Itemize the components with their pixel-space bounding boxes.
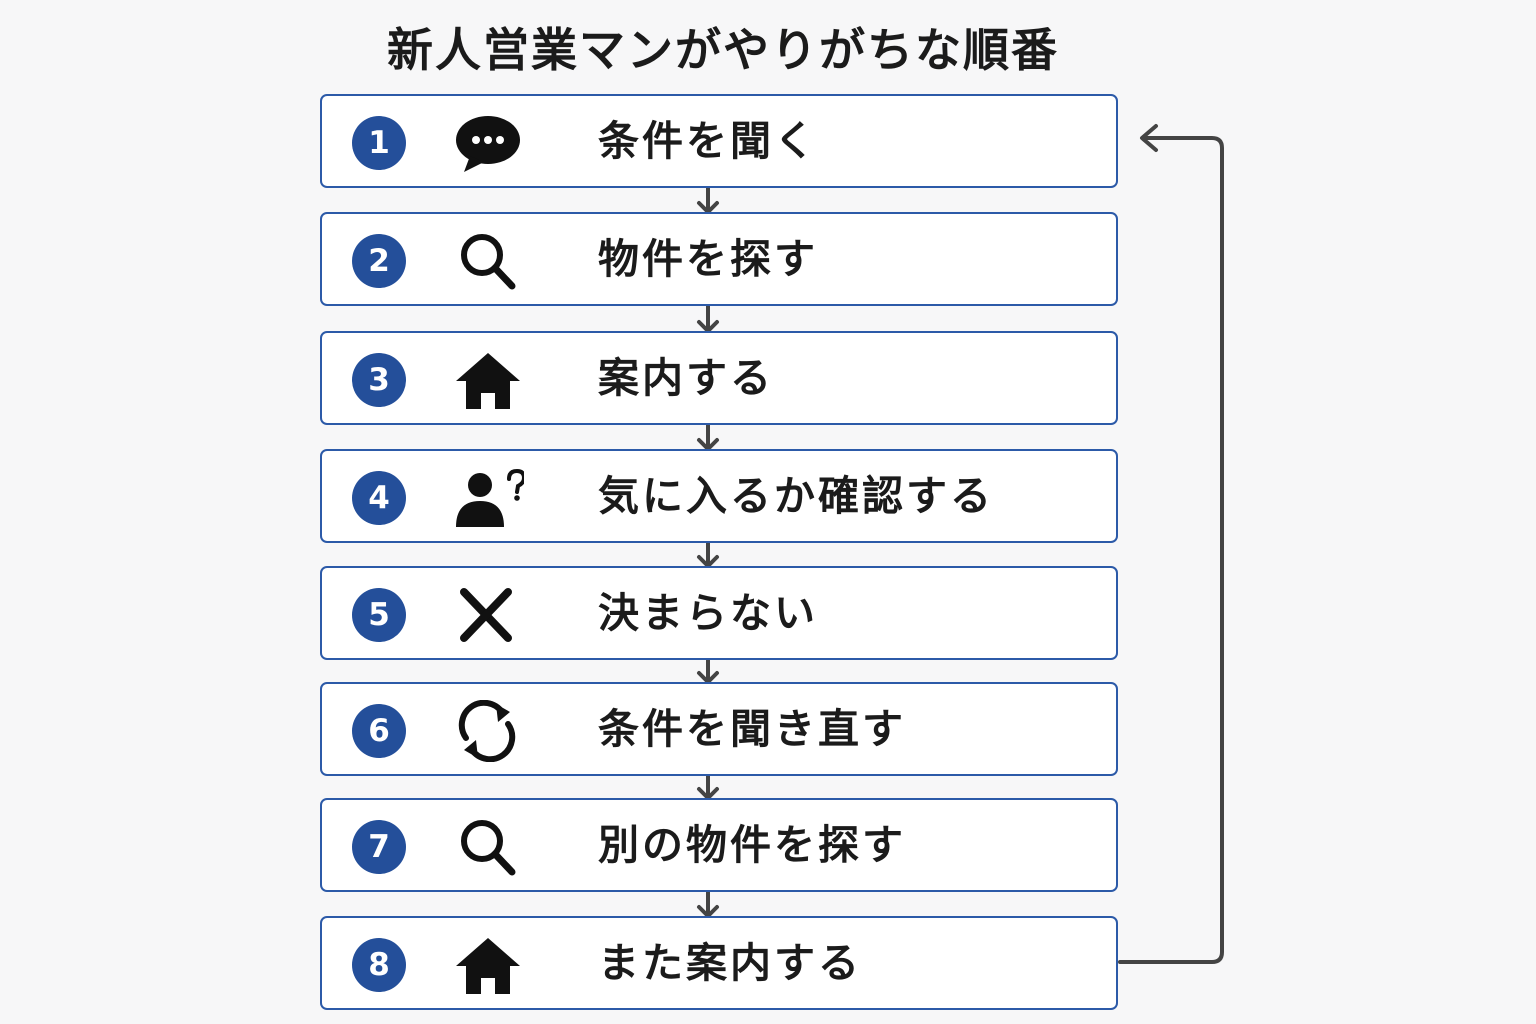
house-icon [452,934,524,996]
step-label: 案内する [598,354,774,402]
house-icon [452,349,524,411]
diagram-title: 新人営業マンがやりがちな順番 [387,23,1059,77]
step-box-8: 8 また案内する [320,916,1118,1010]
step-box-7: 7 別の物件を探す [320,798,1118,892]
step-label: 気に入るか確認する [598,472,994,520]
step-box-6: 6 条件を聞き直す [320,682,1118,776]
step-label: 条件を聞く [598,117,818,165]
step-number-badge: 4 [352,471,406,525]
step-number-badge: 7 [352,820,406,874]
step-box-4: 4 気に入るか確認する [320,449,1118,543]
step-box-3: 3 案内する [320,331,1118,425]
search-icon [452,230,524,292]
step-label: 決まらない [598,589,818,637]
step-label: また案内する [598,939,862,987]
loop-back-arrow [1118,124,1224,964]
step-box-1: 1 条件を聞く [320,94,1118,188]
step-label: 物件を探す [598,235,818,283]
cross-icon [452,584,524,646]
step-number-badge: 6 [352,704,406,758]
step-box-2: 2 物件を探す [320,212,1118,306]
step-label: 条件を聞き直す [598,705,906,753]
step-number-badge: 5 [352,588,406,642]
step-number-badge: 2 [352,234,406,288]
refresh-icon [452,700,524,762]
step-number-badge: 8 [352,938,406,992]
step-number-badge: 1 [352,116,406,170]
step-label: 別の物件を探す [598,821,906,869]
person-question-icon [452,467,524,529]
step-number-badge: 3 [352,353,406,407]
speech-bubble-icon [452,112,524,174]
search-icon [452,816,524,878]
step-box-5: 5 決まらない [320,566,1118,660]
